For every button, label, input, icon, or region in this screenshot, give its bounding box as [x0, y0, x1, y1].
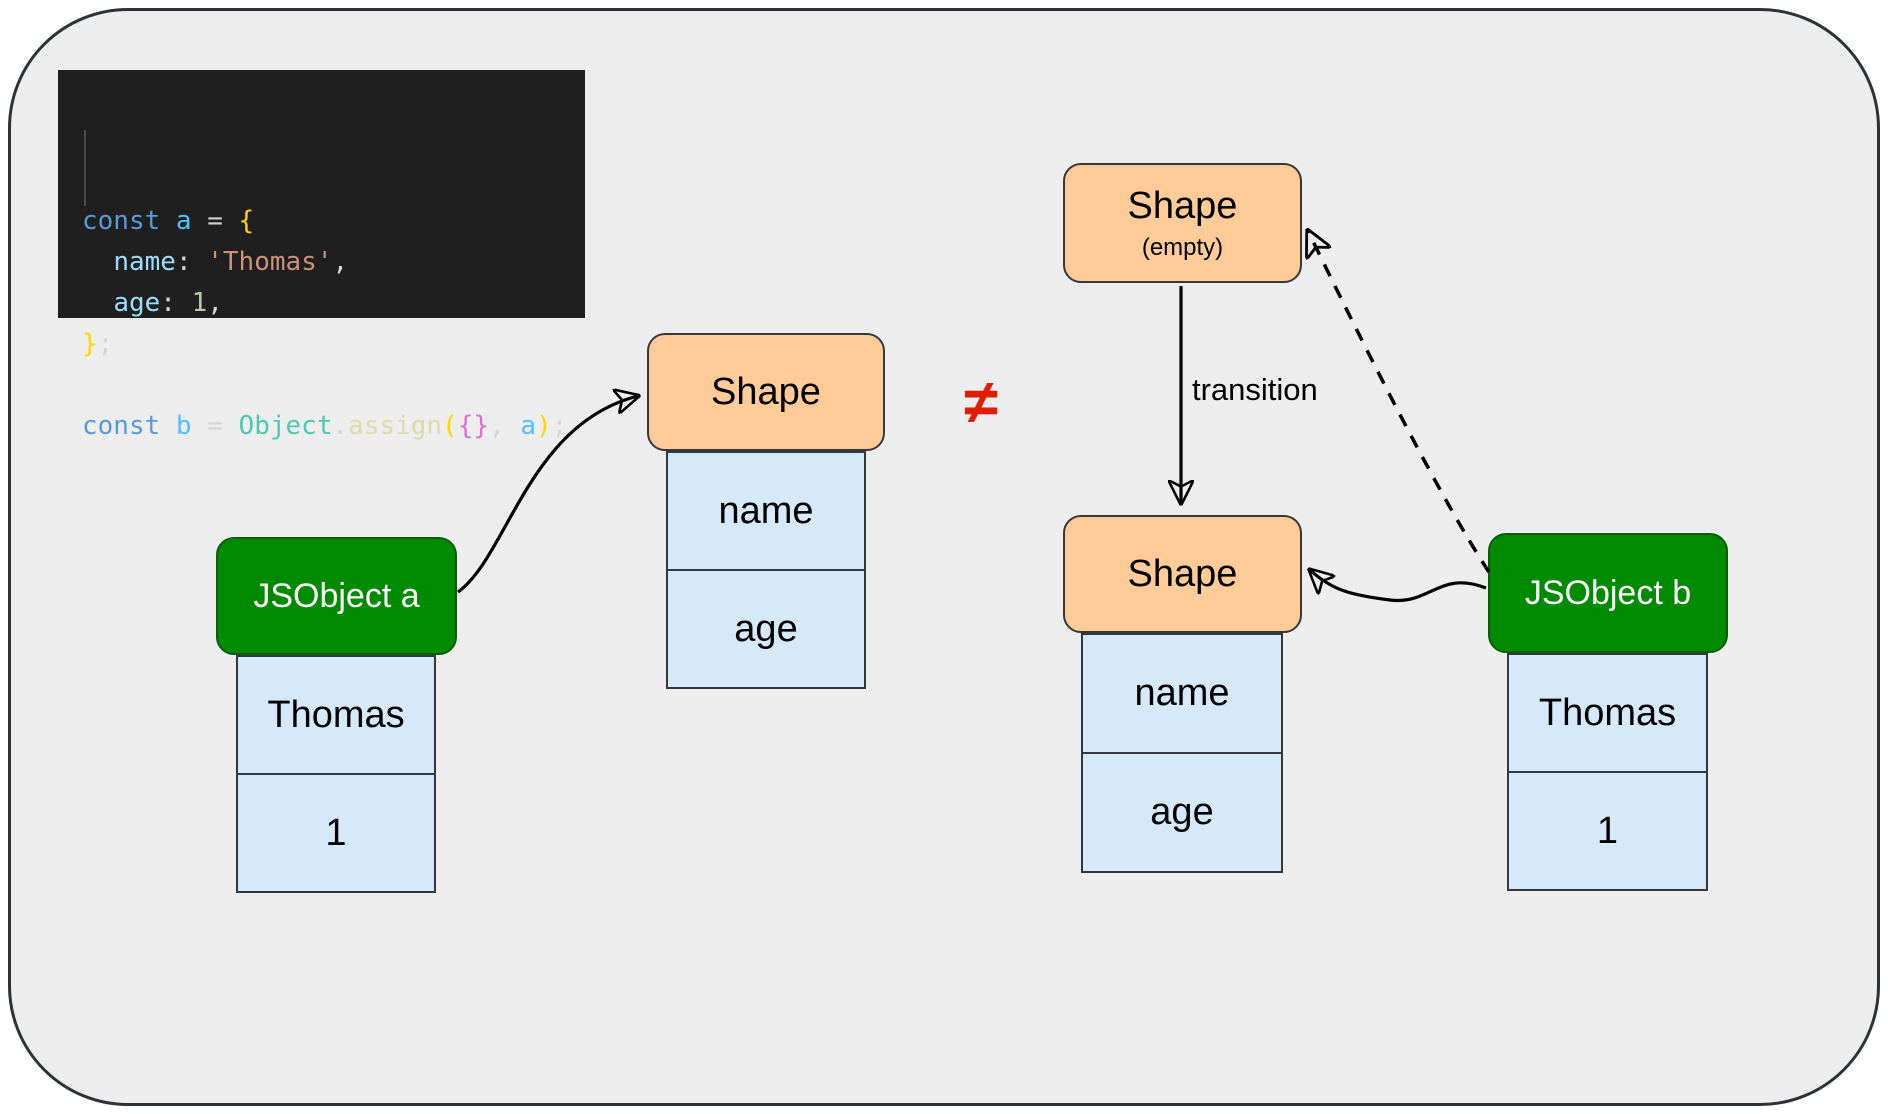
- shape-b-title: Shape: [1127, 552, 1238, 595]
- not-equal-symbol: ≠: [963, 367, 999, 437]
- shape-empty-box: Shape (empty): [1063, 163, 1302, 283]
- jsobject-b-value-name: Thomas: [1507, 653, 1708, 773]
- transition-label: transition: [1192, 372, 1318, 407]
- jsobject-b-title: JSObject b: [1524, 573, 1692, 612]
- indent-guide-line: [84, 130, 86, 206]
- shape-a-field-name: name: [666, 451, 866, 571]
- shape-b-field-name: name: [1081, 633, 1283, 754]
- jsobject-a-value-name: Thomas: [236, 655, 436, 775]
- code-snippet: const a = { name: 'Thomas', age: 1,}; co…: [58, 70, 585, 441]
- shape-b-field-age: age: [1081, 752, 1283, 873]
- shape-empty-title: Shape: [1127, 184, 1238, 227]
- shape-empty-subtitle: (empty): [1141, 233, 1224, 261]
- shape-a-field-age: age: [666, 569, 866, 689]
- shape-a-fields: name age: [666, 451, 866, 689]
- jsobject-a-box: JSObject a: [216, 537, 457, 655]
- jsobject-b-value-age: 1: [1507, 771, 1708, 891]
- shape-b-fields: name age: [1081, 633, 1283, 873]
- jsobject-a-fields: Thomas 1: [236, 655, 436, 893]
- jsobject-a-title: JSObject a: [253, 576, 420, 615]
- code-block-lines: const a = { name: 'Thomas', age: 1,}; co…: [82, 206, 568, 441]
- jsobject-a-value-age: 1: [236, 773, 436, 893]
- shape-a-box: Shape: [647, 333, 885, 451]
- shape-a-title: Shape: [711, 370, 821, 413]
- jsobject-b-box: JSObject b: [1488, 533, 1728, 653]
- jsobject-b-fields: Thomas 1: [1507, 653, 1708, 891]
- shape-b-box: Shape: [1063, 515, 1302, 633]
